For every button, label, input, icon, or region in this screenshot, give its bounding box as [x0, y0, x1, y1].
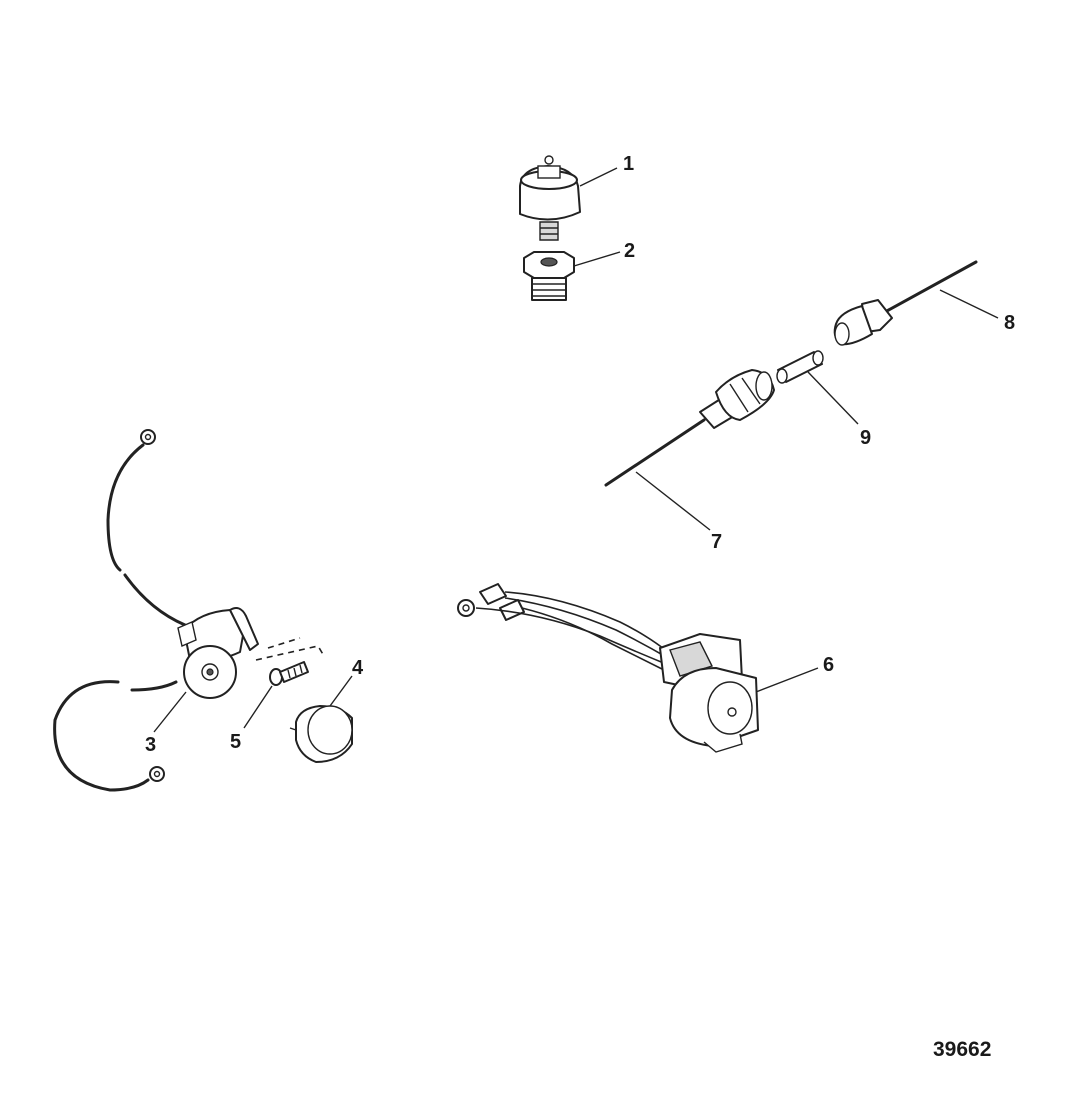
part-5-screw: [269, 661, 309, 686]
part-4-cap: [289, 705, 353, 763]
drawing-number: 39662: [933, 1038, 991, 1061]
leader-lines: [153, 167, 999, 733]
part-3-coil-assembly: [53, 429, 325, 792]
callout-6: 6: [823, 654, 834, 676]
callout-9: 9: [860, 427, 871, 449]
part-7-fuse-holder-lead: [604, 369, 775, 487]
callout-3: 3: [145, 734, 156, 756]
callout-4: 4: [352, 657, 364, 679]
part-2-adapter: [523, 251, 575, 301]
callout-1: 1: [623, 153, 634, 175]
part-8-lead-connector: [833, 260, 978, 346]
callout-numbers: 1 2 8 9 7 6 3 5 4: [145, 153, 1015, 756]
part-9-fuse: [776, 350, 824, 384]
callout-2: 2: [624, 240, 635, 262]
part-1-sender: [519, 155, 581, 241]
callout-5: 5: [230, 731, 241, 753]
callout-7: 7: [711, 531, 722, 553]
callout-8: 8: [1004, 312, 1015, 334]
part-6-module-harness: [457, 583, 759, 753]
